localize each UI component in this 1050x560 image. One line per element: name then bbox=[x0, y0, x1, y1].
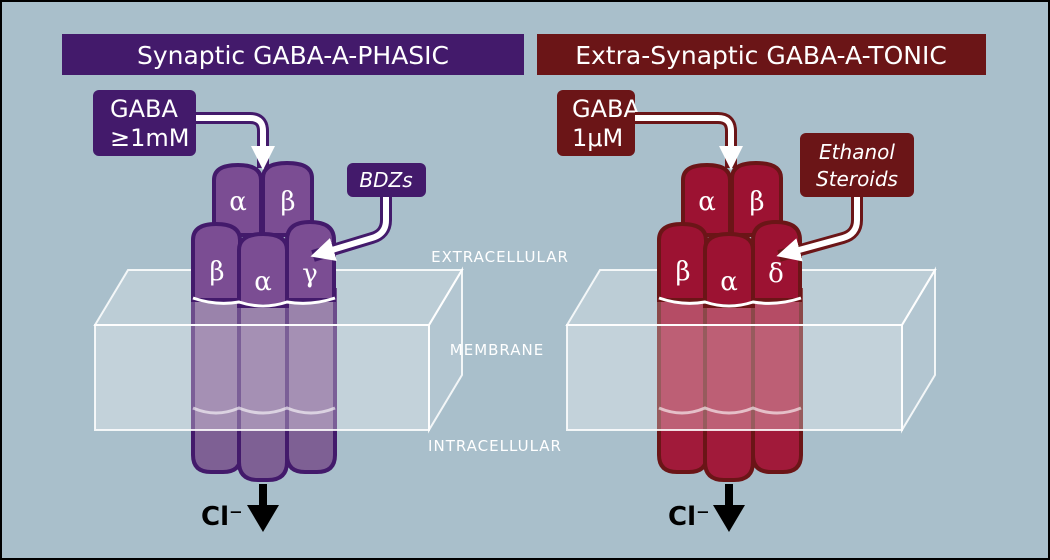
extrasynaptic-gaba-concentration: 1μM bbox=[572, 124, 623, 152]
synaptic-bdz-box bbox=[347, 163, 426, 197]
extrasynaptic-inner-membrane-line bbox=[658, 406, 802, 415]
extrasynaptic-subunit-beta-back bbox=[730, 160, 783, 237]
extrasynaptic-subunit-beta-front bbox=[657, 221, 708, 302]
synaptic-bdz-label: BDZs bbox=[359, 168, 412, 192]
synaptic-label-alpha-front: α bbox=[254, 267, 272, 297]
extrasynaptic-ion-label: Cl⁻ bbox=[668, 502, 710, 532]
synaptic-subunit-beta-back bbox=[261, 160, 314, 237]
synaptic-subunit-beta-front bbox=[191, 221, 242, 302]
extrasynaptic-subunit-lower bbox=[703, 288, 755, 482]
intracellular-label: INTRACELLULAR bbox=[428, 437, 562, 455]
synaptic-subunit-alpha-back bbox=[212, 162, 263, 237]
extrasynaptic-gaba-arrow bbox=[635, 115, 743, 170]
synaptic-receptor-upper bbox=[191, 160, 336, 308]
extrasynaptic-gaba-label: GABA bbox=[572, 95, 640, 123]
synaptic-subunit-lower bbox=[237, 288, 289, 482]
extrasynaptic-label-alpha-front: α bbox=[720, 267, 738, 297]
synaptic-gaba-arrow bbox=[196, 115, 275, 170]
extrasynaptic-label-delta-front: δ bbox=[768, 259, 784, 289]
synaptic-outer-membrane-line bbox=[192, 296, 336, 308]
extrasynaptic-subunit-alpha-back bbox=[681, 162, 732, 237]
extrasynaptic-label-beta-front: β bbox=[675, 257, 690, 287]
synaptic-label-gamma-front: γ bbox=[302, 259, 318, 289]
synaptic-inner-membrane-line bbox=[192, 406, 336, 415]
synaptic-ion-arrowhead bbox=[247, 505, 279, 532]
synaptic-label-alpha-back: α bbox=[229, 187, 247, 217]
synaptic-gaba-label: GABA bbox=[110, 95, 178, 123]
extrasynaptic-outer-membrane-line bbox=[658, 296, 802, 308]
synaptic-bdz-arrow bbox=[310, 197, 389, 262]
synaptic-label-beta-front: β bbox=[209, 257, 224, 287]
synaptic-title-banner bbox=[62, 34, 524, 75]
extrasynaptic-panel: Extra-Synaptic GABA-A-TONIC α β β α δ GA… bbox=[537, 34, 986, 532]
extrasynaptic-label-alpha-back: α bbox=[698, 187, 716, 217]
synaptic-ion-label: Cl⁻ bbox=[201, 502, 243, 532]
extrasynaptic-label-beta-back: β bbox=[749, 187, 764, 217]
extrasynaptic-title: Extra-Synaptic GABA-A-TONIC bbox=[575, 41, 947, 70]
extrasynaptic-modulator-ethanol: Ethanol bbox=[819, 140, 895, 164]
synaptic-gaba-concentration: ≥1mM bbox=[110, 124, 189, 152]
synaptic-receptor-lower bbox=[191, 288, 337, 482]
extrasynaptic-gaba-box bbox=[557, 90, 635, 156]
synaptic-title: Synaptic GABA-A-PHASIC bbox=[137, 41, 449, 70]
extrasynaptic-modulator-arrow bbox=[776, 197, 860, 262]
membrane-label: MEMBRANE bbox=[450, 341, 544, 359]
extrasynaptic-title-banner bbox=[537, 34, 986, 75]
extrasynaptic-modulator-box bbox=[800, 133, 914, 197]
extrasynaptic-subunit-alpha-front bbox=[703, 231, 755, 308]
synaptic-label-beta-back: β bbox=[280, 187, 295, 217]
synaptic-subunit-alpha-front bbox=[237, 231, 289, 308]
extrasynaptic-modulator-steroids: Steroids bbox=[816, 167, 898, 191]
synaptic-panel: Synaptic GABA-A-PHASIC α β β α γ bbox=[62, 34, 524, 532]
extrasynaptic-receptor-lower bbox=[657, 288, 803, 482]
synaptic-gaba-box bbox=[93, 90, 196, 156]
extrasynaptic-ion-arrowhead bbox=[713, 505, 745, 532]
extracellular-label: EXTRACELLULAR bbox=[431, 248, 569, 266]
